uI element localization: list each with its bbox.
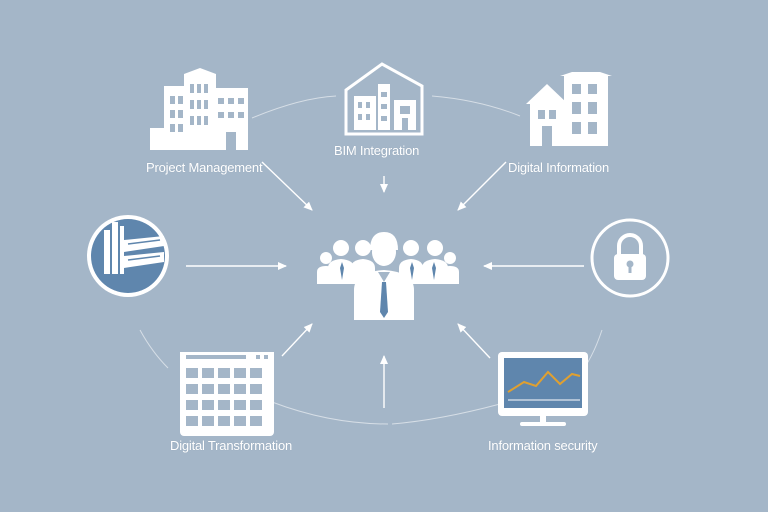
arrow-from-digital-information [457,161,507,211]
arrow-from-project-management [261,161,313,211]
arrows [186,161,584,408]
arrow-from-digital-transformation [281,323,313,357]
team-people-icon [317,232,459,320]
project-management-label: Project Management [146,160,263,175]
townhouse-icon [526,72,612,146]
office-building-icon [150,68,248,150]
building-house-icon [344,62,424,136]
padlock-icon [590,218,670,298]
monitor-chart-icon [498,352,588,426]
connector-arcs [139,95,603,425]
digital-information-label: Digital Information [508,160,609,175]
bim-integration-label: BIM Integration [334,143,420,158]
information-security-label: Information security [488,438,598,453]
arrow-from-information-security [457,323,491,359]
bim-model-icon [87,215,169,297]
calendar-grid-icon [180,352,274,436]
digital-transformation-label: Digital Transformation [170,438,293,453]
lead-person [354,232,414,320]
